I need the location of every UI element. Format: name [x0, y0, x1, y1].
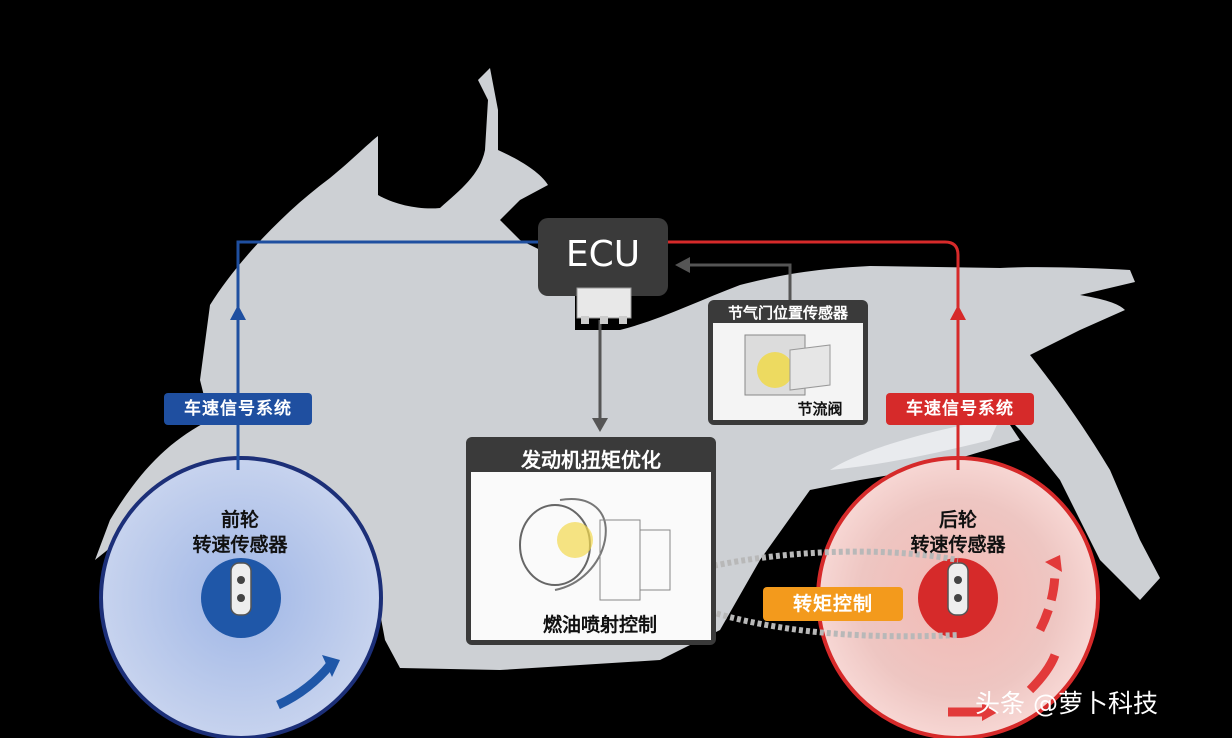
engine-panel: [466, 437, 716, 645]
rear-sensor-label-line2: 转速传感器: [910, 534, 1006, 556]
rear-signal-label: 车速信号系统: [906, 399, 1014, 419]
front-signal-label: 车速信号系统: [184, 399, 292, 419]
rear-sensor-label-line1: 后轮: [938, 509, 977, 531]
throttle-panel: [708, 300, 868, 425]
front-signal-badge: [164, 393, 312, 425]
throttle-panel-title: 节气门位置传感器: [727, 304, 848, 322]
throttle-signal-line: [675, 257, 792, 305]
watermark: 头条 @萝卜科技: [975, 689, 1158, 718]
engine-panel-caption: 燃油喷射控制: [542, 614, 657, 636]
throttle-panel-caption: 节流阀: [797, 400, 843, 418]
engine-command-line: [592, 320, 608, 432]
torque-control-badge: [763, 587, 903, 621]
engine-panel-title: 发动机扭矩优化: [521, 448, 661, 472]
ecu-label: ECU: [565, 234, 641, 275]
front-wheel: [99, 456, 383, 738]
front-sensor-label-line1: 前轮: [220, 509, 259, 531]
front-sensor-label-line2: 转速传感器: [192, 534, 288, 556]
rear-signal-badge: [886, 393, 1034, 425]
rear-signal-line: [668, 240, 966, 470]
ecu-unit: [538, 218, 668, 324]
drive-chain: [678, 548, 959, 640]
torque-control-label: 转矩控制: [792, 593, 873, 615]
